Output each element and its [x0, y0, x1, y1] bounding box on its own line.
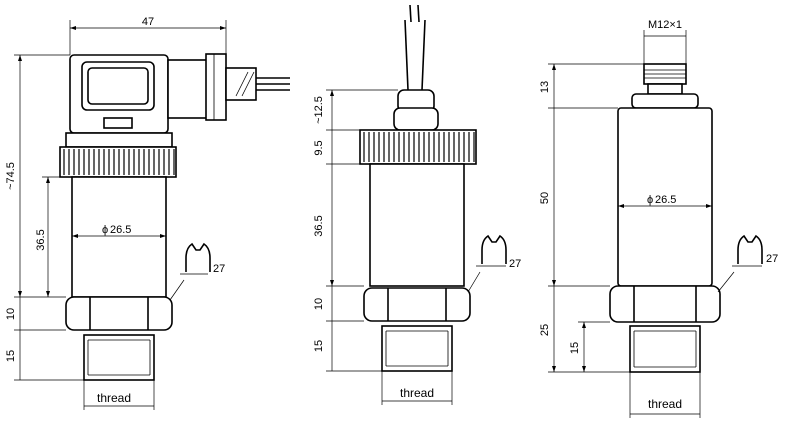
gland-nut: [393, 107, 439, 131]
connector-cover-inner: [87, 67, 149, 105]
body-length-label: 36.5: [313, 215, 325, 236]
thread-section: [83, 334, 155, 381]
m12-neck: [647, 83, 683, 95]
wrench-icon: [737, 234, 763, 264]
wrench-icon: [185, 242, 211, 272]
thread-length-label: 15: [313, 340, 325, 352]
width-label: 47: [142, 16, 154, 28]
thread-label: thread: [97, 391, 131, 405]
wrench-size-label: 27: [509, 258, 521, 270]
body-length-label: 50: [539, 192, 551, 204]
body-length-label: 36.5: [35, 229, 47, 250]
connector-cover: [81, 61, 155, 111]
connector-neck: [65, 132, 173, 148]
diameter-symbol: ϕ: [647, 194, 653, 206]
thread-length-label: 15: [569, 342, 581, 354]
m12-base: [631, 93, 699, 109]
top-height-label: 13: [539, 81, 551, 93]
thread-label: thread: [400, 386, 434, 400]
hex-height-label: 10: [5, 308, 17, 320]
diameter-symbol: ϕ: [102, 224, 108, 236]
hex-height-label: 10: [313, 298, 325, 310]
sensor-body: [71, 176, 167, 298]
drawing-cable-sensor: ~12.5 9.5 36.5 10 15 27 thread: [313, 4, 521, 405]
height-label: ~74.5: [5, 162, 17, 190]
diameter-label: 26.5: [655, 194, 676, 206]
gland-cap: [225, 67, 257, 101]
knurl-height-label: 9.5: [313, 140, 325, 155]
hex-nut: [609, 285, 721, 323]
wrench-size-label: 27: [766, 253, 778, 265]
thread-section: [629, 325, 701, 373]
cable-length-label: ~12.5: [313, 96, 325, 124]
hex-nut: [65, 296, 173, 331]
wrench-size-label: 27: [213, 263, 225, 275]
gland-nut: [205, 53, 227, 121]
connector-screw: [103, 117, 133, 129]
connector-thread-label: M12×1: [648, 19, 682, 31]
wrench-icon: [481, 234, 507, 264]
drawing-connector-sensor: 47 ~74.5 36.5 10 15 ϕ 26.5 27: [5, 16, 290, 410]
thread-length-label: 15: [5, 350, 17, 362]
thread-label: thread: [648, 397, 682, 411]
thread-section: [381, 325, 453, 372]
hex-total-label: 25: [539, 324, 551, 336]
hex-nut: [363, 287, 471, 322]
sensor-body: [369, 163, 465, 287]
drawing-m12-sensor: M12×1 13 50 25 15 ϕ 26.5 27: [539, 19, 778, 418]
diameter-label: 26.5: [110, 224, 131, 236]
